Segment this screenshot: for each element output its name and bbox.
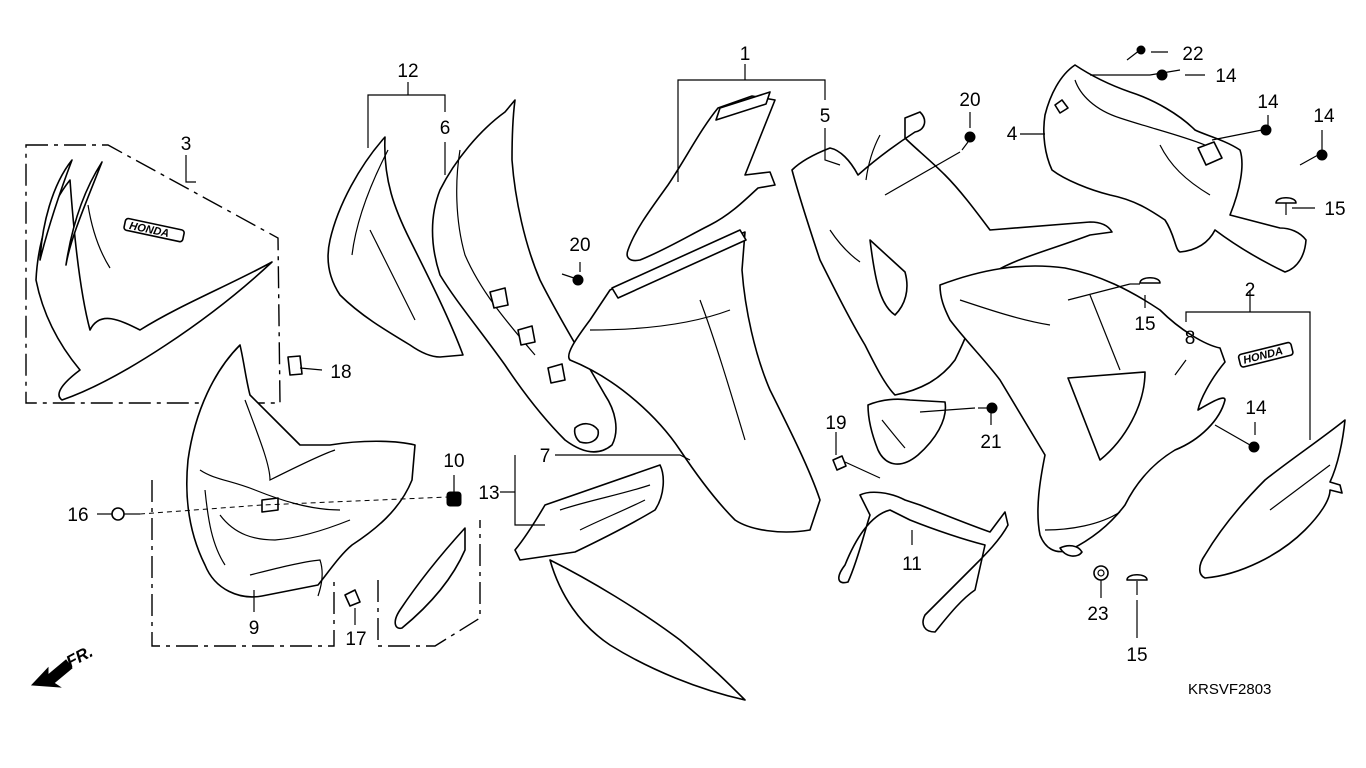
front-direction-marker: FR. [30, 642, 96, 688]
callout-7: 7 [540, 446, 551, 467]
callout-15b: 15 [1134, 314, 1155, 335]
callout-labels: 1 2 3 4 5 6 7 8 9 10 11 12 13 14 14 14 1… [67, 44, 1345, 666]
fastener-18-clip [287, 355, 303, 376]
honda-emblem: HONDA [123, 217, 185, 243]
callout-8: 8 [1185, 328, 1196, 349]
callout-20a: 20 [959, 90, 980, 111]
fastener-15b [1130, 276, 1161, 285]
fastener-20a-screw [961, 131, 976, 151]
leader-lines [97, 51, 1323, 638]
callout-18: 18 [330, 362, 351, 383]
fastener-14a [1156, 69, 1168, 81]
part-5-inner-frame [791, 111, 1113, 465]
drawing-code: KRSVF2803 [1188, 681, 1271, 698]
callout-10: 10 [443, 451, 464, 472]
fastener-16-screw [111, 507, 140, 521]
callout-14d: 14 [1245, 398, 1267, 419]
callout-2: 2 [1245, 280, 1256, 301]
callout-1: 1 [740, 44, 751, 65]
fastener-19-bolt [832, 455, 881, 479]
fastener-20b-screw [561, 273, 584, 286]
dashed-fastener-line [139, 496, 449, 515]
fastener-15c [1126, 573, 1148, 595]
callout-4: 4 [1007, 124, 1018, 145]
fastener-14b [1260, 124, 1272, 136]
fastener-14d [1248, 441, 1260, 453]
fastener-15a [1275, 196, 1297, 215]
part-6-inner-panel [431, 99, 617, 453]
part-4-inner-cover [1043, 64, 1307, 273]
callout-22: 22 [1182, 44, 1203, 65]
callout-14b: 14 [1257, 92, 1279, 113]
callout-17: 17 [345, 629, 366, 650]
svg-text:HONDA: HONDA [128, 220, 170, 240]
callout-11: 11 [902, 554, 922, 575]
part-8-right-panel [939, 265, 1226, 557]
part-11-bracket [838, 491, 1009, 633]
callout-13: 13 [478, 483, 499, 504]
callout-15a: 15 [1324, 199, 1345, 220]
callout-3: 3 [181, 134, 192, 155]
callout-6: 6 [440, 118, 451, 139]
callout-23: 23 [1087, 604, 1108, 625]
callout-9: 9 [249, 618, 260, 639]
part-1-side-cover [626, 91, 776, 262]
front-arrow-icon [30, 659, 73, 688]
callout-19: 19 [825, 413, 846, 434]
callout-16: 16 [67, 505, 88, 526]
callout-5: 5 [820, 106, 831, 127]
callout-14a: 14 [1215, 66, 1237, 87]
fastener-14c [1316, 149, 1328, 161]
callout-15c: 15 [1126, 645, 1147, 666]
fastener-21-screw [978, 402, 998, 414]
part-12-windscreen [327, 136, 464, 358]
callout-21: 21 [980, 432, 1001, 453]
part-9-front-cowl [151, 344, 416, 647]
part-side-decal-left [377, 520, 481, 647]
fastener-23-washer [1093, 565, 1109, 581]
callout-14c: 14 [1313, 106, 1335, 127]
callout-20b: 20 [569, 235, 590, 256]
callout-12: 12 [397, 61, 418, 82]
part-5-side-panel [568, 229, 821, 533]
fastener-22-screw [1126, 45, 1146, 61]
fastener-10-grommet [446, 491, 462, 507]
part-13-lower-panel [514, 464, 746, 701]
honda-emblem-2: HONDA [1237, 341, 1294, 368]
part-2-right-decal: HONDA [1198, 341, 1346, 579]
fastener-17-clip [344, 589, 361, 607]
